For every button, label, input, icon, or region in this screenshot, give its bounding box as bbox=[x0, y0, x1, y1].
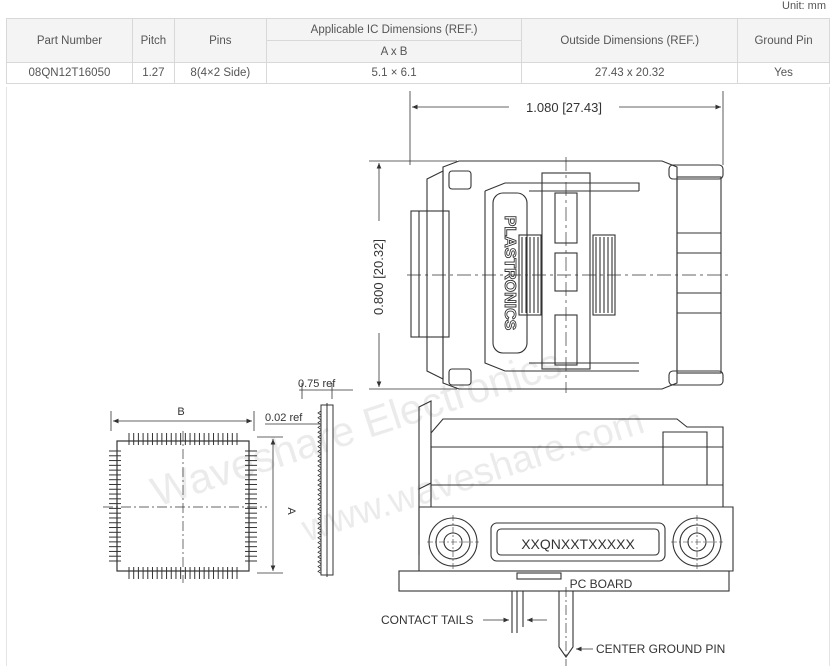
top-left-screw bbox=[448, 170, 472, 190]
ic-side-pin bbox=[317, 420, 322, 425]
ic-side-pin bbox=[317, 410, 322, 416]
ic-side-pin bbox=[317, 549, 322, 555]
ic-side-pin bbox=[317, 463, 322, 469]
ic-side-pin bbox=[317, 554, 322, 560]
watermark-text-1: Waveshare Electronics bbox=[145, 339, 567, 516]
ic-side-pin bbox=[317, 521, 322, 526]
socket-lid bbox=[484, 182, 640, 372]
ic-side-pin bbox=[317, 511, 322, 517]
pc-board-label: PC BOARD bbox=[570, 577, 633, 591]
top-right-screw bbox=[668, 164, 724, 180]
ic-side-pin bbox=[317, 569, 322, 574]
front-view: XXQNXXTXXXXX PC BOARD bbox=[398, 400, 734, 666]
ic-side-pin bbox=[317, 540, 322, 545]
front-hinge bbox=[662, 431, 708, 486]
ic-side-pin bbox=[317, 468, 322, 473]
ic-side-pin bbox=[317, 477, 322, 483]
bottom-right-screw bbox=[668, 370, 724, 386]
contact-tails-label: CONTACT TAILS bbox=[381, 613, 473, 627]
ic-label-a: A bbox=[285, 507, 297, 515]
cell-outside-dimensions: 27.43 x 20.32 bbox=[521, 62, 739, 84]
ic-side-pin bbox=[317, 506, 322, 512]
dim-075-ref: 0.75 ref bbox=[298, 378, 336, 390]
header-ic-dimensions: Applicable IC Dimensions (REF.) bbox=[265, 18, 523, 41]
header-ground-pin: Ground Pin bbox=[737, 18, 830, 63]
width-dim-bg bbox=[509, 97, 619, 115]
ic-side-pin bbox=[317, 453, 322, 459]
ic-side-pin bbox=[317, 525, 322, 531]
ic-side-pin bbox=[317, 564, 322, 569]
header-pitch: Pitch bbox=[131, 18, 175, 63]
header-ic-axb: A x B bbox=[265, 40, 523, 63]
header-part-number: Part Number bbox=[6, 18, 133, 63]
center-ground-pin-label: CENTER GROUND PIN bbox=[596, 642, 725, 656]
ic-side-pin bbox=[317, 444, 322, 449]
ic-side-pin bbox=[317, 545, 322, 550]
ic-side-pin bbox=[317, 473, 322, 478]
width-dim-label: 1.080 [27.43] bbox=[526, 100, 602, 115]
cell-ic-dimensions: 5.1 × 6.1 bbox=[265, 62, 523, 84]
ic-label-b: B bbox=[177, 406, 184, 418]
ic-side-pin bbox=[317, 559, 322, 565]
pc-board-notch bbox=[516, 572, 562, 580]
ic-side-pin bbox=[317, 501, 322, 507]
ic-side-pin bbox=[317, 415, 322, 421]
cell-pins: 8(4×2 Side) bbox=[173, 62, 267, 84]
dim-002-ref: 0.02 ref bbox=[265, 412, 303, 424]
part-code-text: XXQNXXTXXXXX bbox=[521, 536, 635, 552]
brand-text: PLASTRONICS bbox=[501, 216, 518, 331]
ic-side-pin bbox=[317, 439, 322, 445]
ic-side-pin bbox=[317, 449, 322, 454]
ic-outline: B A bbox=[103, 406, 297, 583]
ic-side-pin bbox=[317, 482, 322, 488]
ic-side-pin bbox=[317, 497, 322, 502]
callouts: CONTACT TAILS CENTER GROUND PIN bbox=[381, 613, 725, 656]
brand-plate bbox=[492, 192, 528, 354]
mechanical-drawing: Waveshare Electronics www.waveshare.com … bbox=[6, 87, 830, 666]
center-ground-pin bbox=[558, 591, 574, 658]
ic-side-body bbox=[320, 404, 334, 576]
ic-side-pin bbox=[317, 516, 322, 521]
pc-board bbox=[398, 570, 730, 592]
unit-label: Unit: mm bbox=[782, 0, 826, 12]
ic-pins bbox=[109, 433, 257, 579]
ic-side-pin bbox=[317, 487, 322, 493]
ic-side-pin bbox=[317, 458, 322, 464]
height-dim-bg bbox=[367, 221, 389, 333]
ic-side-pin bbox=[317, 492, 322, 497]
ic-side-pin bbox=[317, 429, 322, 435]
height-dim-label: 0.800 [20.32] bbox=[371, 239, 386, 315]
part-code-inner bbox=[496, 528, 660, 556]
socket-left-latch bbox=[410, 210, 450, 338]
ic-side-pin bbox=[317, 434, 322, 440]
cell-ground-pin: Yes bbox=[737, 62, 830, 84]
socket-body bbox=[442, 160, 678, 390]
bottom-left-screw bbox=[448, 368, 472, 386]
ic-side-pin bbox=[317, 535, 322, 541]
ic-side-pins bbox=[317, 410, 322, 574]
top-view: 1.080 [27.43] 0.800 [20.32] PLASTRONICS bbox=[367, 91, 729, 393]
socket-left-rail bbox=[426, 170, 444, 380]
ic-side-pin bbox=[317, 425, 322, 430]
table-row: 08QN12T16050 1.27 8(4×2 Side) 5.1 × 6.1 … bbox=[6, 62, 830, 84]
drawing-canvas: Waveshare Electronics www.waveshare.com … bbox=[103, 91, 734, 666]
cell-pitch: 1.27 bbox=[131, 62, 175, 84]
cell-part-number: 08QN12T16050 bbox=[6, 62, 133, 84]
header-outside-dimensions: Outside Dimensions (REF.) bbox=[521, 18, 739, 63]
spec-table: Part Number Pitch Pins Applicable IC Dim… bbox=[6, 18, 830, 84]
header-pins: Pins bbox=[173, 18, 267, 63]
ic-side-pin bbox=[317, 530, 322, 536]
ic-side-view: 0.75 ref 0.02 ref bbox=[265, 378, 353, 577]
part-code-plate bbox=[490, 522, 666, 562]
